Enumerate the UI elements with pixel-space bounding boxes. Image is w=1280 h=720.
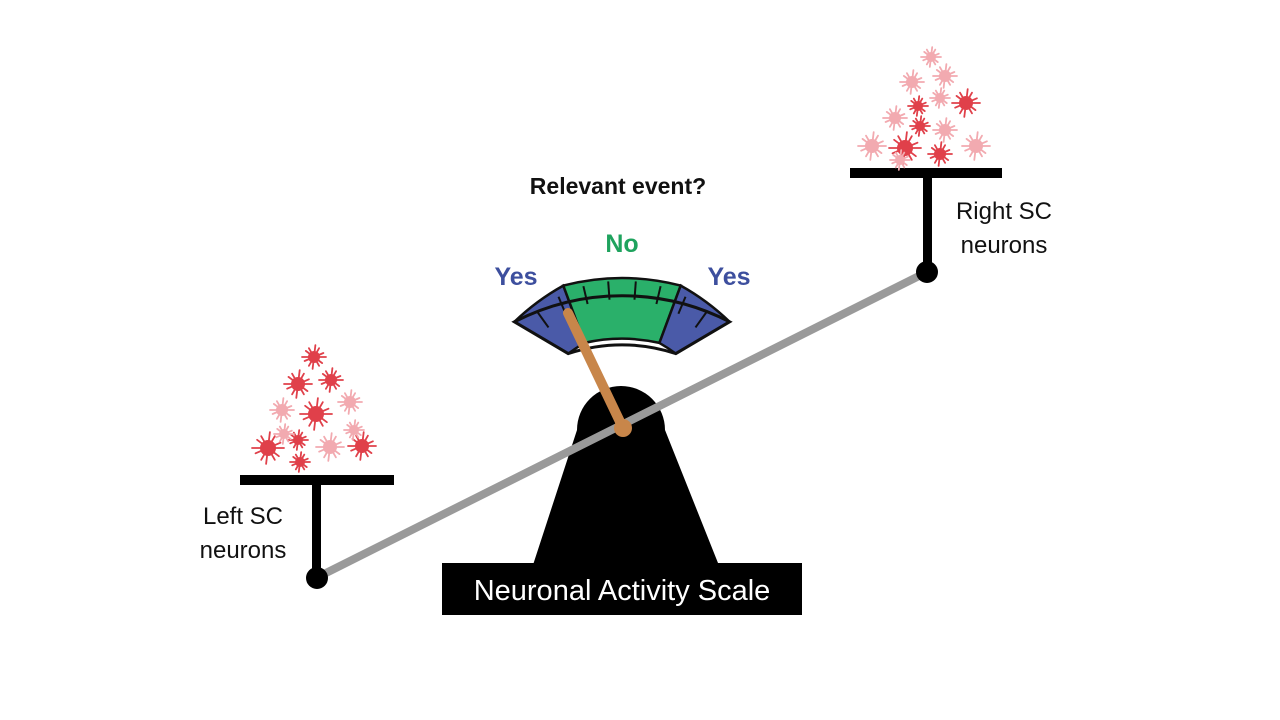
neuron-icon — [299, 397, 333, 431]
neuron-icon — [269, 397, 295, 423]
neuron-icon — [318, 367, 344, 393]
right-group-label-line2: neurons — [961, 232, 1048, 259]
neuron-icon — [927, 141, 953, 167]
question-text: Relevant event? — [530, 173, 706, 199]
neuron-icon — [929, 87, 951, 109]
neuron-icon — [920, 46, 942, 68]
left-group-label-line1: Left SC — [203, 503, 283, 530]
neuron-icon — [889, 149, 911, 171]
gauge-label-yes-right: Yes — [707, 263, 750, 291]
neuron-icon — [315, 432, 345, 462]
gauge-outline — [511, 294, 733, 356]
neuron-icon — [932, 117, 958, 143]
right-pan-stem — [923, 176, 932, 272]
right-neuron-cluster — [857, 46, 991, 171]
gauge-ticks — [536, 281, 708, 328]
right-group-label-line1: Right SC — [956, 198, 1052, 225]
left-pan-pivot — [306, 567, 328, 589]
right-pan-plate — [850, 168, 1002, 178]
right-pan-pivot — [916, 261, 938, 283]
needle-pivot — [614, 419, 632, 437]
neuron-icon — [343, 419, 365, 441]
neuron-icon — [347, 431, 377, 461]
neuron-icon — [932, 63, 958, 89]
fulcrum — [532, 386, 720, 568]
left-pan-plate — [240, 475, 394, 485]
neuron-icon — [882, 105, 908, 131]
gauge-needle — [563, 308, 628, 433]
neuron-icon — [909, 115, 931, 137]
neuron-icon — [961, 131, 991, 161]
neuron-icon — [273, 423, 295, 445]
neuron-icon — [337, 389, 363, 415]
base-label: Neuronal Activity Scale — [474, 575, 771, 607]
neuron-icon — [857, 131, 887, 161]
left-group-label-line2: neurons — [200, 537, 287, 564]
neuron-icon — [951, 88, 981, 118]
gauge: Yes No Yes — [494, 230, 751, 356]
neuron-icon — [283, 369, 313, 399]
neuron-icon — [301, 344, 327, 370]
neuron-icon — [907, 95, 929, 117]
neuron-icon — [287, 429, 309, 451]
base-label-box — [442, 563, 802, 615]
left-neuron-cluster — [251, 344, 377, 473]
neuron-icon — [251, 431, 285, 465]
right-pan — [850, 168, 1002, 283]
gauge-label-no: No — [605, 230, 638, 258]
neuron-icon — [289, 451, 311, 473]
left-pan — [240, 475, 394, 589]
gauge-label-yes-left: Yes — [494, 263, 537, 291]
neuron-icon — [899, 69, 925, 95]
left-pan-stem — [312, 483, 321, 578]
